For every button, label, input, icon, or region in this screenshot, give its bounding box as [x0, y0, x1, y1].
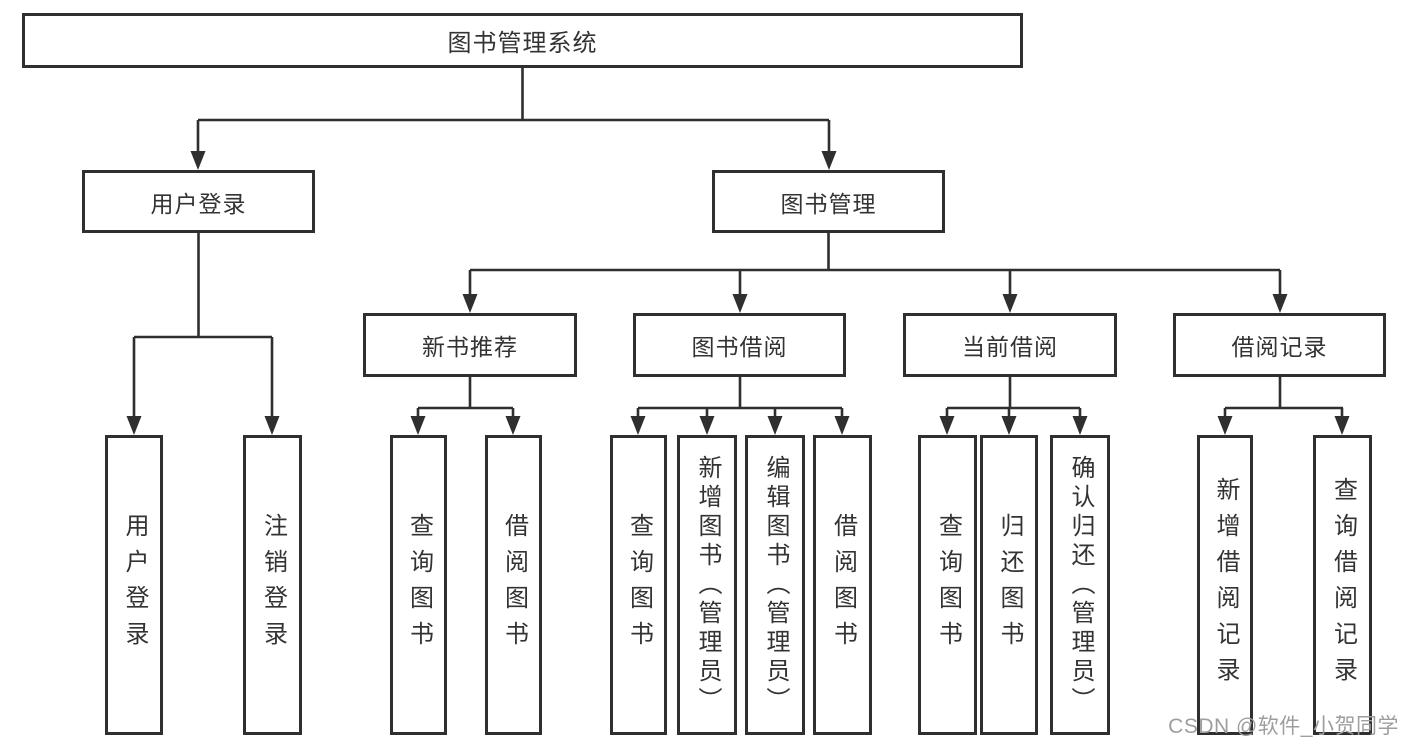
node-book-borrowing: 图书借阅 [633, 313, 846, 377]
leaf-query-books-current: 查询图书 [918, 435, 977, 735]
node-borrowing-records: 借阅记录 [1173, 313, 1386, 377]
csdn-watermark: CSDN @软件_小贺同学 [1168, 715, 1399, 738]
leaf-add-book-admin: 新增图书（管理员） [677, 435, 737, 735]
leaf-query-borrow-record: 查询借阅记录 [1313, 435, 1372, 735]
leaf-edit-book-admin: 编辑图书（管理员） [745, 435, 805, 735]
leaf-logout: 注销登录 [243, 435, 302, 735]
leaf-user-login: 用户登录 [105, 435, 163, 735]
leaf-borrow-books: 借阅图书 [813, 435, 872, 735]
node-new-book-recommendation: 新书推荐 [363, 313, 577, 377]
node-book-management: 图书管理 [712, 170, 945, 233]
leaf-confirm-return-admin: 确认归还（管理员） [1050, 435, 1110, 735]
leaf-query-books-borrow: 查询图书 [610, 435, 667, 735]
node-user-login: 用户登录 [82, 170, 315, 233]
node-current-borrowing: 当前借阅 [903, 313, 1117, 377]
node-library-management-system: 图书管理系统 [22, 13, 1023, 68]
leaf-borrow-books-recommend: 借阅图书 [485, 435, 542, 735]
leaf-query-books-recommend: 查询图书 [390, 435, 447, 735]
leaf-add-borrow-record: 新增借阅记录 [1197, 435, 1253, 735]
leaf-return-book: 归还图书 [980, 435, 1038, 735]
